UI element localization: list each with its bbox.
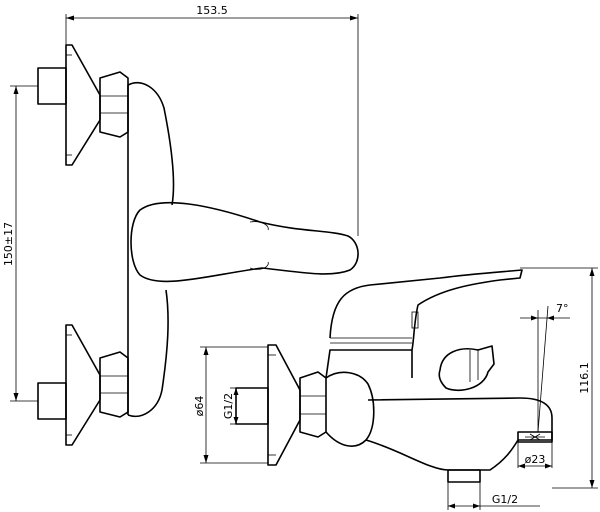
dim-vertical-spacing-label: 150±17 [2, 222, 15, 266]
dimension-outlet-diameter: ø23 [517, 442, 553, 469]
dim-angle-label: 7° [556, 302, 569, 315]
dimension-angle: 7° [520, 302, 570, 433]
front-view: 153.5 150±17 [2, 4, 359, 446]
dim-flange-diameter-label: ø64 [193, 396, 206, 417]
side-flange [235, 344, 327, 466]
dimension-inlet-thread: G1/2 [222, 387, 239, 425]
dimension-height: 116.1 [520, 267, 598, 489]
dimension-vertical-spacing: 150±17 [2, 85, 38, 402]
upper-wall-flange [37, 44, 129, 166]
lower-wall-flange [37, 324, 129, 446]
dim-bottom-thread-label: G1/2 [492, 493, 518, 506]
side-view: ø64 G1/2 [193, 267, 598, 510]
dimension-flange-diameter: ø64 [193, 346, 268, 464]
dimension-top-width: 153.5 [65, 4, 359, 236]
dim-outlet-diameter-label: ø23 [525, 453, 546, 466]
dim-top-width-label: 153.5 [196, 4, 228, 17]
side-body [325, 269, 553, 483]
mixer-body [127, 82, 359, 417]
dim-height-label: 116.1 [578, 362, 591, 394]
dimension-bottom-thread: G1/2 [447, 482, 540, 510]
dim-inlet-thread-label: G1/2 [222, 393, 235, 419]
